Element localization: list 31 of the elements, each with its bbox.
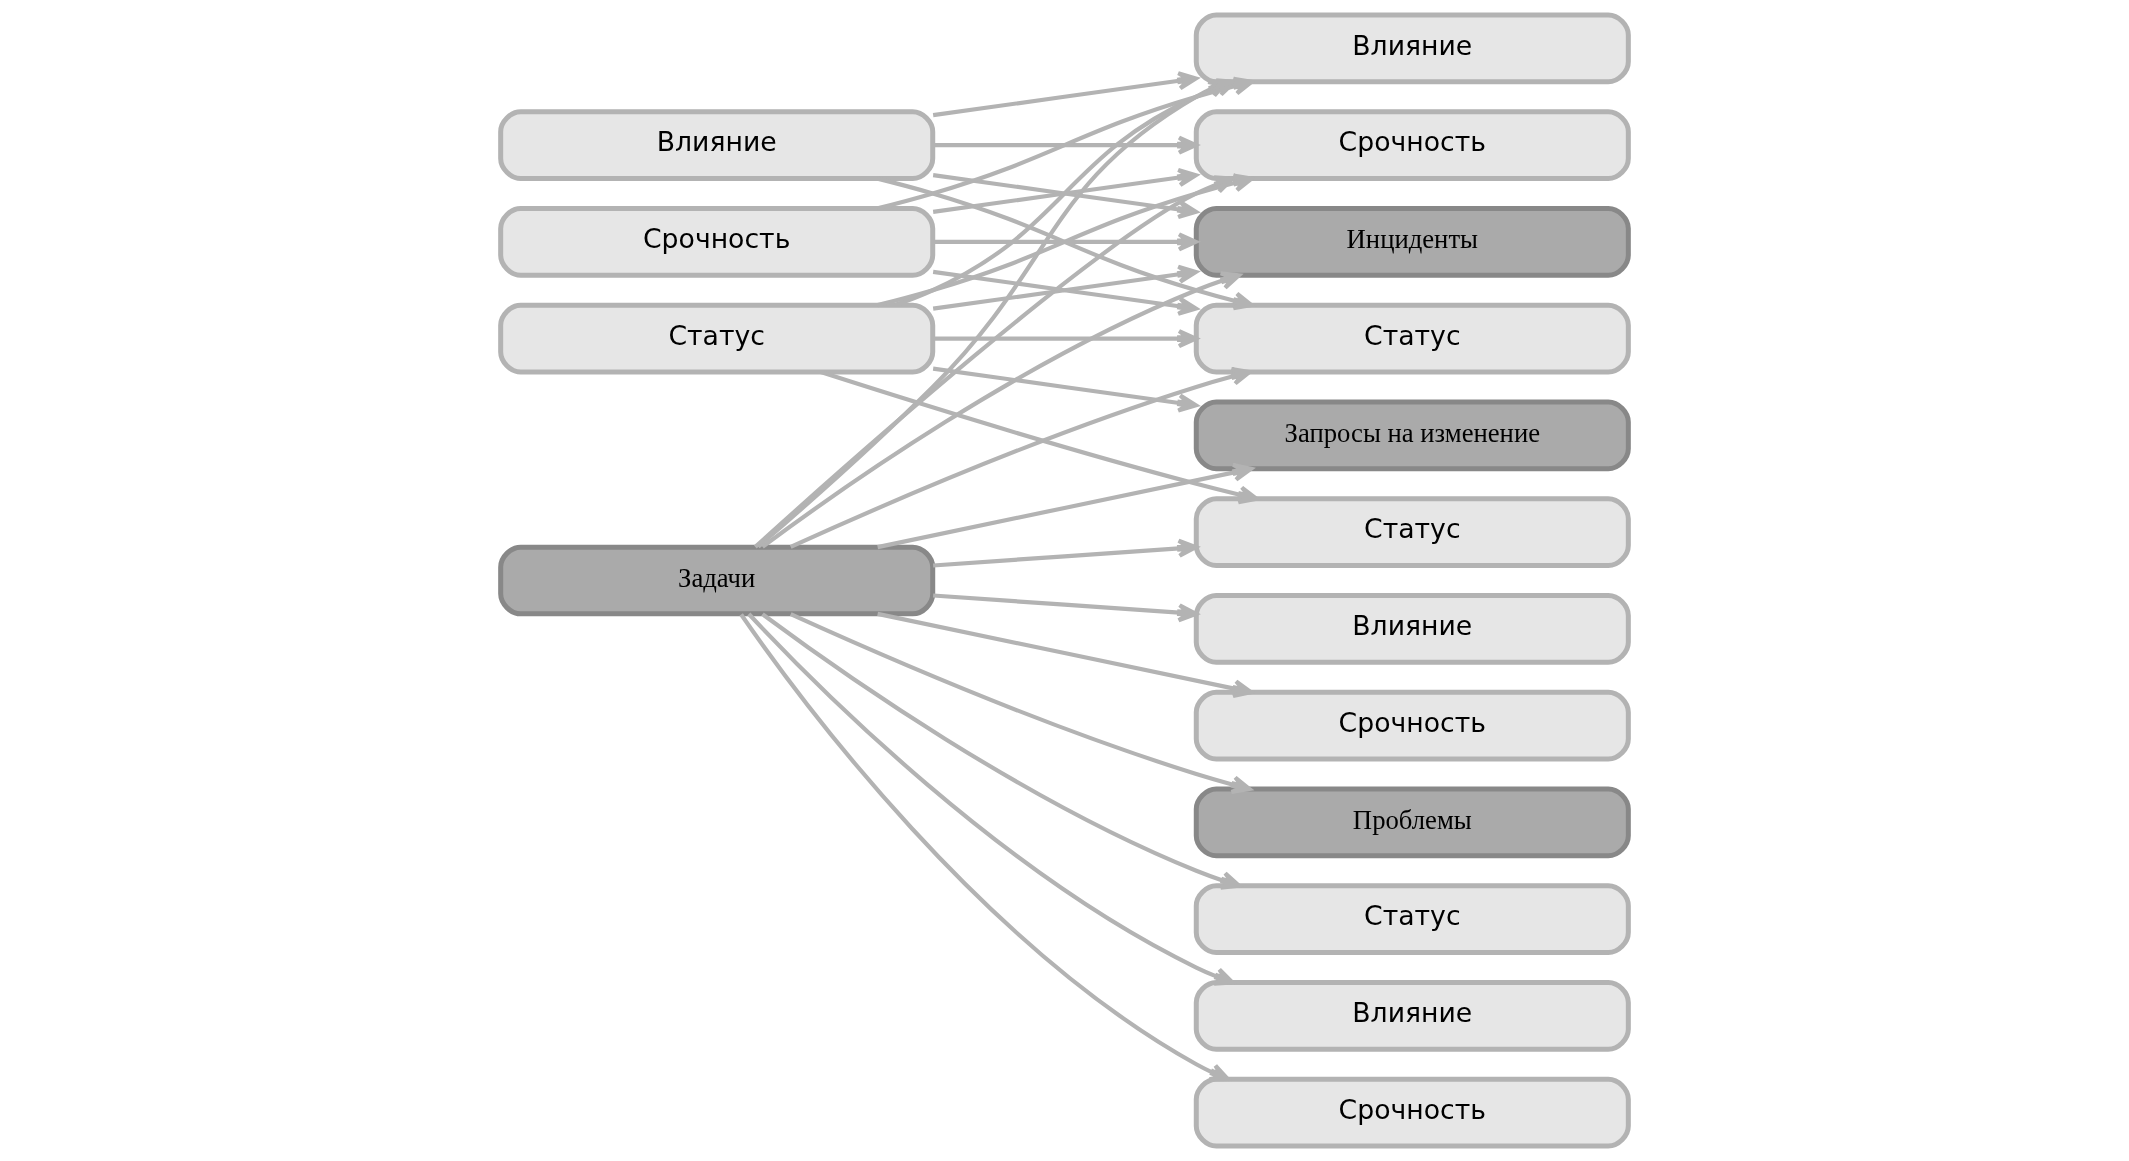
- node-box: Инциденты: [1193, 206, 1631, 278]
- node-box: Влияние: [498, 109, 936, 181]
- node-box: Запросы на изменение: [1193, 399, 1631, 472]
- arrow: [789, 612, 1252, 795]
- node-box: Статус: [1193, 496, 1631, 568]
- arrow: [933, 538, 1198, 568]
- arrow: [932, 167, 1198, 214]
- arrow: [761, 271, 1241, 549]
- node-box: Статус: [1193, 883, 1631, 955]
- node-box: Влияние: [1193, 12, 1631, 85]
- arrow: [932, 71, 1198, 118]
- arrow: [933, 135, 1198, 155]
- arrow: [933, 593, 1198, 623]
- arrow: [933, 232, 1198, 252]
- node-box: Влияние: [1193, 980, 1631, 1052]
- node-box: Задачи: [498, 544, 936, 617]
- arrow: [761, 612, 1241, 890]
- arrow: [877, 611, 1254, 699]
- node-box: Проблемы: [1193, 786, 1631, 859]
- node-box: Срочность: [498, 206, 936, 278]
- node-box: Срочность: [1193, 109, 1631, 181]
- node-box: Статус: [1193, 302, 1631, 375]
- arrow: [877, 462, 1254, 550]
- node-box: Срочность: [1193, 689, 1631, 762]
- node-box: Влияние: [1193, 593, 1631, 665]
- arrow: [932, 173, 1198, 220]
- node-box: Статус: [498, 302, 936, 375]
- arrow: [933, 329, 1198, 349]
- node-box: Срочность: [1193, 1076, 1631, 1149]
- arrow: [747, 612, 1235, 986]
- arrow: [932, 366, 1198, 413]
